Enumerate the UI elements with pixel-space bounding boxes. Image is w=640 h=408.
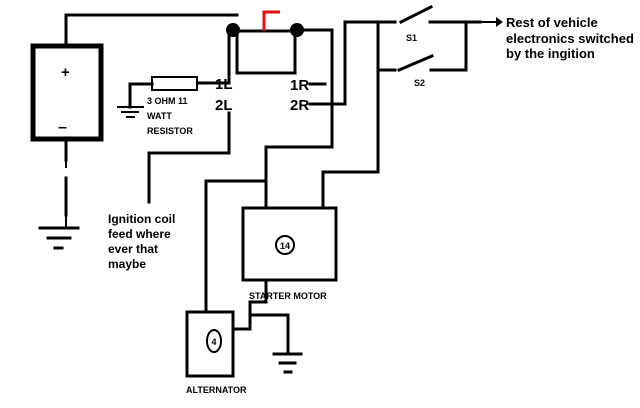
alternator-number: 4: [211, 337, 216, 347]
terminal-1r-label: 1R: [290, 77, 309, 94]
battery-ground-icon: [38, 215, 80, 250]
battery-positive-wire: [64, 13, 239, 48]
switch-s2-label: S2: [414, 78, 425, 88]
starter-output-wire: [248, 278, 268, 304]
starter-number-circle: [275, 235, 295, 255]
resistor: [151, 76, 198, 91]
starter-number: 14: [280, 241, 290, 251]
terminal-1l-label: 1L: [215, 76, 233, 93]
resistor-label-line3: RESISTOR: [147, 126, 193, 136]
relay-red-mark: [262, 10, 280, 31]
one-l-wire: [195, 32, 231, 85]
alternator-feed-wire: [231, 300, 252, 331]
rest-note-line2: electronics switched: [506, 31, 634, 46]
resistor-label-line2: WATT: [147, 111, 172, 121]
s2-to-starter-wire: [321, 68, 380, 210]
coil-note-line1: Ignition coil: [108, 212, 175, 226]
s2-left-lead: [376, 20, 397, 72]
switch-s2[interactable]: [397, 54, 434, 72]
ignition-coil-feed-wire: [147, 111, 231, 204]
relay-box: [235, 29, 297, 75]
terminal-2r-label: 2R: [290, 97, 309, 114]
resistor-label-line1: 3 OHM 11: [147, 96, 188, 106]
two-r-to-s1-wire: [308, 20, 370, 106]
battery-plus-label: +: [61, 64, 70, 81]
battery: [30, 43, 104, 142]
battery-minus-label: –: [58, 119, 67, 136]
rest-note-line3: by the ingition: [506, 46, 595, 61]
resistor-ground-lead: [128, 82, 154, 109]
coil-note-line2: feed where: [108, 227, 171, 241]
rest-arrow-icon: [496, 17, 503, 27]
switch-s1[interactable]: [398, 4, 434, 25]
alternator-number-circle: [206, 329, 222, 353]
switch-s1-label: S1: [406, 33, 417, 43]
starter-ground-lead: [248, 313, 290, 354]
starter-motor-label: STARTER MOTOR: [249, 291, 327, 301]
resistor-ground-icon: [117, 106, 144, 118]
starter-feed-wire: [204, 28, 334, 314]
coil-note-line4: maybe: [108, 257, 146, 271]
alternator-label: ALTERNATOR: [186, 385, 247, 395]
s2-right-lead: [429, 20, 468, 72]
starter-ground-icon: [272, 352, 303, 374]
coil-note-line3: ever that: [108, 242, 158, 256]
rest-note-line1: Rest of vehicle: [506, 15, 598, 30]
terminal-2l-label: 2L: [215, 97, 233, 114]
